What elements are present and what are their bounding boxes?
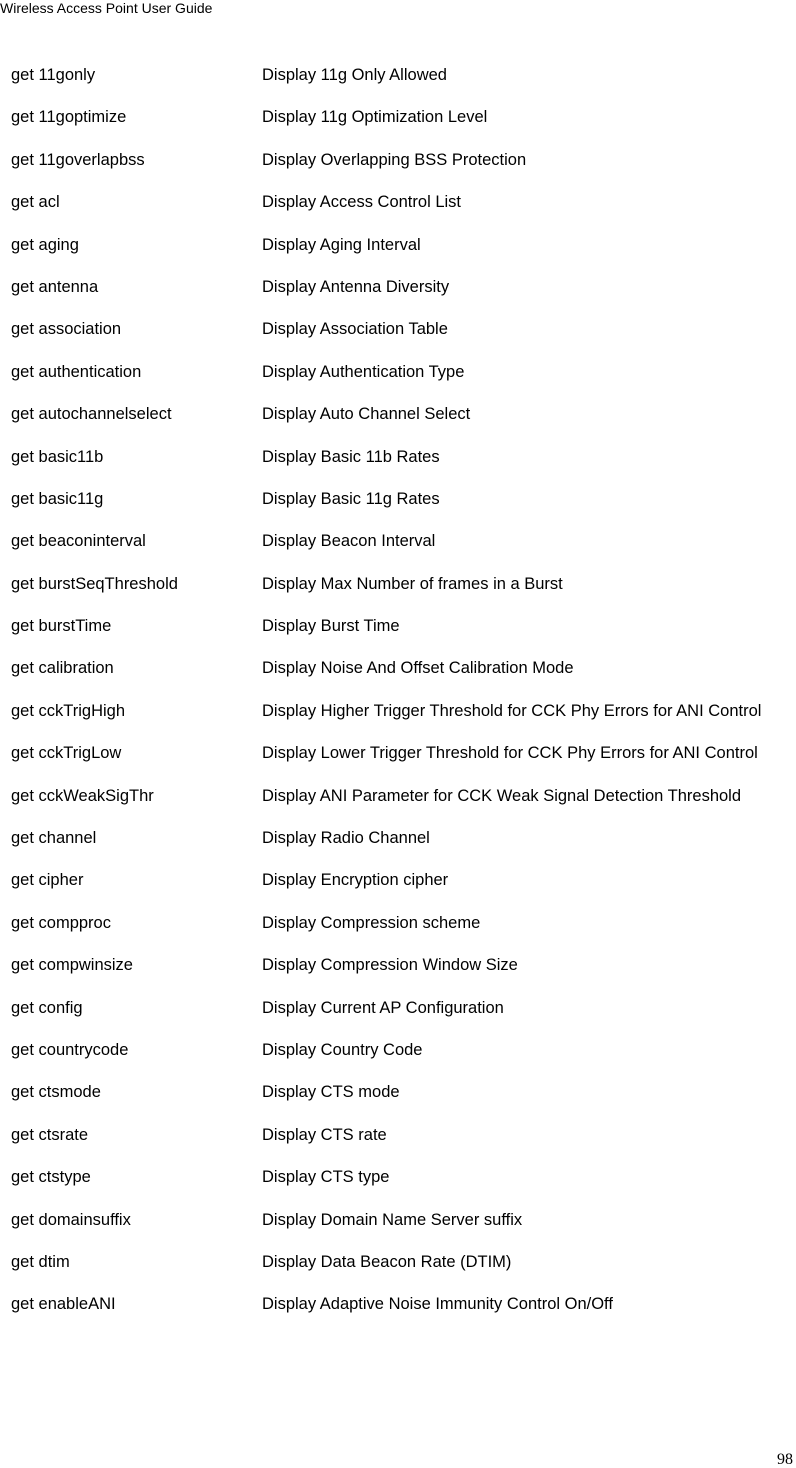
command-description: Display Association Table	[262, 320, 448, 339]
command-name: get 11gonly	[11, 66, 96, 84]
command-row: get basic11b Display Basic 11b Rates	[11, 448, 781, 467]
command-name: get ctsmode	[11, 1083, 101, 1102]
command-name: get beaconinterval	[11, 532, 146, 551]
command-name: get burstSeqThreshold	[11, 574, 178, 593]
command-name: get 11goptimize	[11, 108, 127, 127]
command-description: Display 11g Only Allowed	[262, 66, 447, 84]
command-row: get antenna Display Antenna Diversity	[11, 278, 781, 297]
command-row: get domainsuffix Display Domain Name Serv…	[11, 1211, 781, 1230]
command-name: get autochannelselect	[11, 405, 172, 424]
command-description: Display 11g Optimization Level	[262, 108, 488, 127]
command-name: get cckTrigLow	[11, 744, 122, 763]
command-row: get cckTrigLow Display Lower Trigger Thre…	[11, 744, 781, 763]
command-row: get burstTime Display Burst Time	[11, 617, 781, 636]
command-description: Display Burst Time	[262, 617, 400, 636]
command-row: get ctstype Display CTS type	[11, 1168, 781, 1187]
command-name: get burstTime	[11, 617, 112, 636]
command-row: get ctsrate Display CTS rate	[11, 1126, 781, 1145]
command-row: get association Display Association Table	[11, 320, 781, 339]
command-description: Display Basic 11b Rates	[262, 447, 440, 466]
command-name: get compwinsize	[11, 956, 133, 975]
command-row: get enableANI Display Adaptive Noise Immu…	[11, 1295, 781, 1314]
page-number: 98	[777, 1451, 793, 1468]
command-description: Display Antenna Diversity	[262, 277, 450, 296]
command-name: get enableANI	[11, 1295, 116, 1314]
command-row: get cckWeakSigThr Display ANI Parameter f…	[11, 787, 781, 806]
command-name: get config	[11, 998, 83, 1017]
command-name: get antenna	[11, 277, 99, 296]
command-row: get ctsmode Display CTS mode	[11, 1083, 781, 1102]
command-description: Display Noise And Offset Calibration Mod…	[262, 659, 574, 678]
command-name: get domainsuffix	[11, 1210, 131, 1229]
command-name: get calibration	[11, 659, 114, 678]
command-description: Display Current AP Configuration	[262, 998, 504, 1017]
command-name: get authentication	[11, 362, 142, 381]
command-name: get basic11b	[11, 447, 104, 466]
command-description: Display Max Number of frames in a Burst	[262, 574, 563, 593]
command-name: get channel	[11, 829, 97, 848]
command-name: get cipher	[11, 871, 84, 890]
command-description: Display Adaptive Noise Immunity Control …	[262, 1295, 613, 1314]
command-row: get dtim Display Data Beacon Rate (DTIM)	[11, 1253, 781, 1272]
command-name: get compproc	[11, 913, 111, 932]
command-description: Display CTS mode	[262, 1083, 400, 1102]
command-description: Display Country Code	[262, 1040, 423, 1059]
command-row: get 11goverlapbss Display Overlapping BSS…	[11, 151, 781, 170]
command-name: get association	[11, 320, 122, 339]
command-description: Display Overlapping BSS Protection	[262, 150, 527, 169]
document-header: Wireless Access Point User Guide	[0, 0, 213, 16]
command-name: get aging	[11, 235, 79, 254]
command-description: Display ANI Parameter for CCK Weak Signa…	[262, 786, 742, 805]
command-description: Display Higher Trigger Threshold for CCK…	[262, 701, 762, 720]
command-row: get config Display Current AP Configurati…	[11, 999, 781, 1018]
command-description: Display Compression scheme	[262, 913, 481, 932]
command-row: get compwinsize Display Compression Windo…	[11, 956, 781, 975]
command-name: get countrycode	[11, 1040, 129, 1059]
command-row: get aging Display Aging Interval	[11, 236, 781, 255]
command-name: get dtim	[11, 1252, 70, 1271]
command-row: get calibration Display Noise And Offset …	[11, 659, 781, 678]
command-row: get authentication Display Authentication…	[11, 363, 781, 382]
command-description: Display Lower Trigger Threshold for CCK …	[262, 744, 758, 763]
command-row: get beaconinterval Display Beacon Interva…	[11, 532, 781, 551]
command-row: get burstSeqThreshold Display Max Number …	[11, 575, 781, 594]
command-name: get cckWeakSigThr	[11, 786, 154, 805]
command-description: Display Domain Name Server suffix	[262, 1210, 523, 1229]
command-name: get ctsrate	[11, 1125, 89, 1144]
command-row: get 11gonly Display 11g Only Allowed	[11, 66, 781, 85]
command-description: Display Authentication Type	[262, 362, 465, 381]
command-row: get compproc Display Compression scheme	[11, 914, 781, 933]
command-row: get cipher Display Encryption cipher	[11, 871, 781, 890]
command-description: Display Auto Channel Select	[262, 405, 471, 424]
command-description: Display CTS type	[262, 1168, 390, 1187]
command-description: Display Data Beacon Rate (DTIM)	[262, 1252, 512, 1271]
command-row: get autochannelselect Display Auto Channe…	[11, 405, 781, 424]
command-description: Display Aging Interval	[262, 235, 421, 254]
command-row: get 11goptimize Display 11g Optimization …	[11, 108, 781, 127]
command-name: get cckTrigHigh	[11, 701, 126, 720]
command-description: Display Encryption cipher	[262, 871, 449, 890]
command-name: get acl	[11, 193, 60, 212]
command-name: get ctstype	[11, 1168, 91, 1187]
command-description: Display Beacon Interval	[262, 532, 436, 551]
command-description: Display Access Control List	[262, 193, 461, 212]
command-row: get channel Display Radio Channel	[11, 829, 781, 848]
command-description: Display Compression Window Size	[262, 956, 518, 975]
command-description: Display Radio Channel	[262, 829, 430, 848]
command-description: Display CTS rate	[262, 1125, 387, 1144]
command-row: get acl Display Access Control List	[11, 193, 781, 212]
command-description: Display Basic 11g Rates	[262, 489, 440, 508]
command-row: get countrycode Display Country Code	[11, 1041, 781, 1060]
command-row: get basic11g Display Basic 11g Rates	[11, 490, 781, 509]
command-row: get cckTrigHigh Display Higher Trigger Th…	[11, 702, 781, 721]
command-name: get 11goverlapbss	[11, 150, 145, 169]
command-name: get basic11g	[11, 489, 104, 508]
